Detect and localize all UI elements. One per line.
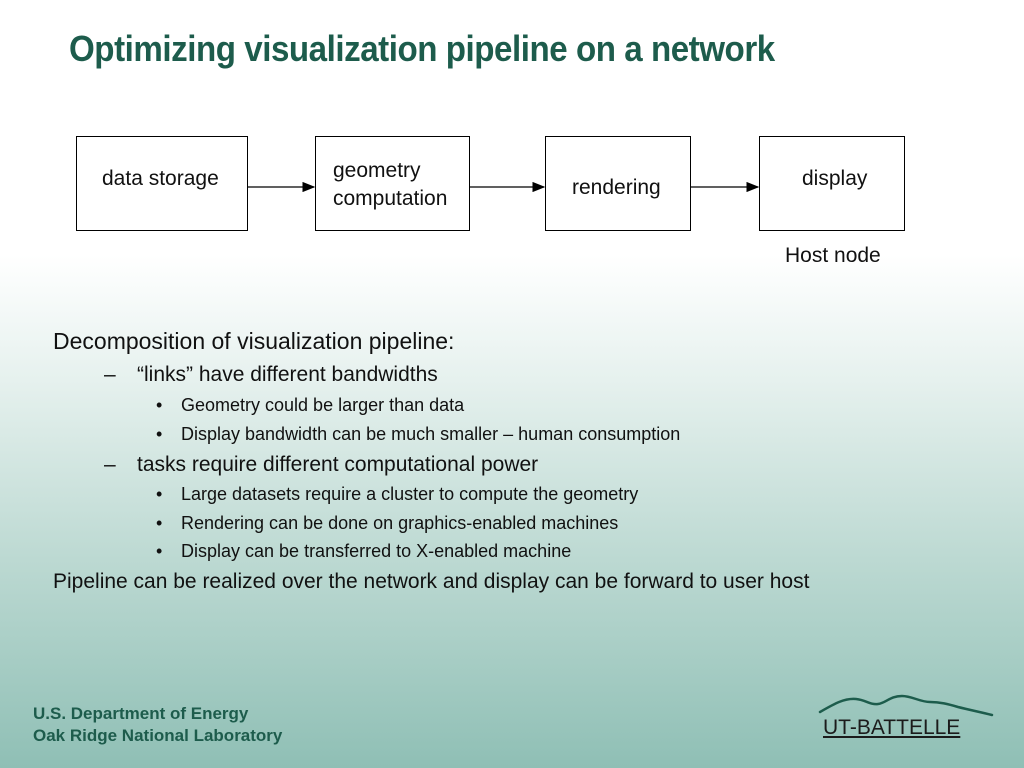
stage-rendering: rendering bbox=[545, 136, 691, 231]
decomposition-heading: Decomposition of visualization pipeline: bbox=[53, 328, 455, 354]
footer-ornl: Oak Ridge National Laboratory bbox=[33, 726, 283, 745]
dash-marker: – bbox=[104, 363, 116, 386]
bullet-item: •Rendering can be done on graphics-enabl… bbox=[156, 513, 619, 533]
footer-doe: U.S. Department of Energy bbox=[33, 704, 249, 723]
host-node-label: Host node bbox=[785, 244, 881, 267]
bullet-item: •Display can be transferred to X-enabled… bbox=[156, 541, 572, 561]
conclusion-text: Pipeline can be realized over the networ… bbox=[53, 570, 810, 593]
sub-item-tasks: –tasks require different computational p… bbox=[104, 453, 539, 476]
bullet-marker: • bbox=[156, 395, 163, 415]
slide-title: Optimizing visualization pipeline on a n… bbox=[69, 28, 775, 69]
sub-item-links: –“links” have different bandwidths bbox=[104, 363, 438, 386]
bullet-item: •Large datasets require a cluster to com… bbox=[156, 484, 639, 504]
bullet-marker: • bbox=[156, 513, 163, 533]
pipeline-arrows bbox=[248, 181, 760, 193]
stage-display: display bbox=[759, 136, 905, 231]
bullet-marker: • bbox=[156, 484, 163, 504]
ut-battelle-logo-text: UT-BATTELLE bbox=[823, 716, 961, 739]
bullet-marker: • bbox=[156, 424, 163, 444]
bullet-item: •Geometry could be larger than data bbox=[156, 395, 465, 415]
mountain-logo-icon bbox=[818, 694, 994, 717]
stage-geometry-computation: geometry computation bbox=[315, 136, 470, 231]
bullet-item: •Display bandwidth can be much smaller –… bbox=[156, 424, 681, 444]
dash-marker: – bbox=[104, 453, 116, 476]
stage-data-storage: data storage bbox=[76, 136, 248, 231]
bullet-marker: • bbox=[156, 541, 163, 561]
